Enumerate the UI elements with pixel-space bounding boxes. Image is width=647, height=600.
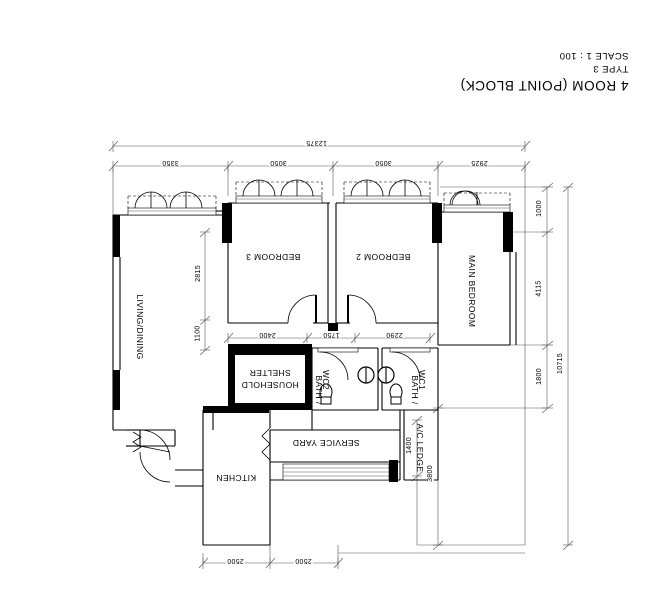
dimension-top-3: 3050 bbox=[374, 159, 393, 166]
dimension-inner-left-1: 2815 bbox=[194, 264, 202, 283]
room-label-living-dining: LIVING/DINING bbox=[135, 294, 146, 360]
room-label-service-yard: SERVICE YARD bbox=[292, 438, 360, 449]
room-label-bath-wc2-number: WC2 bbox=[321, 369, 332, 391]
kitchen-walls bbox=[175, 406, 271, 546]
drawing-scale: SCALE 1 : 100 bbox=[559, 49, 629, 61]
household-shelter-walls bbox=[228, 344, 312, 410]
main-bedroom-window bbox=[443, 190, 511, 213]
dimension-inner-mid-2: 1750 bbox=[322, 331, 341, 338]
dimension-top-1: 3350 bbox=[161, 159, 180, 166]
drawing-type: TYPE 3 bbox=[593, 63, 629, 75]
dimension-right-lower-1: 1400 bbox=[405, 436, 413, 455]
bath-wc1-walls bbox=[377, 347, 439, 411]
living-window bbox=[127, 191, 228, 216]
outline-connections bbox=[213, 409, 313, 430]
dimension-bottom-1: 2500 bbox=[226, 557, 245, 564]
dimension-top-2: 3050 bbox=[269, 159, 288, 166]
room-label-bath-wc1-number: WC1 bbox=[417, 369, 428, 391]
right-dimension-lines bbox=[411, 182, 574, 551]
room-label-household-shelter-line2: HOUSEHOLD bbox=[241, 380, 299, 391]
room-label-kitchen: KITCHEN bbox=[215, 473, 257, 484]
dimension-right-2: 4115 bbox=[535, 279, 543, 298]
room-label-ac-ledge: A/C LEDGE bbox=[415, 423, 426, 473]
dimension-right-3: 1800 bbox=[535, 367, 543, 386]
dimension-bottom-2: 2500 bbox=[294, 557, 313, 564]
drawing-title: 4 ROOM (POINT BLOCK) bbox=[460, 78, 629, 94]
room-label-household-shelter-line1: SHELTER bbox=[249, 368, 291, 379]
dimension-inner-mid-3: 2290 bbox=[385, 331, 404, 338]
bedroom-2-window bbox=[343, 179, 431, 204]
room-label-bedroom-3: BEDROOM 3 bbox=[245, 252, 301, 263]
bath-wc2-walls bbox=[311, 347, 379, 411]
bottom-dimension-lines bbox=[198, 545, 525, 569]
bedroom-3-window bbox=[235, 179, 323, 204]
living-dining-walls bbox=[112, 214, 228, 431]
dimension-inner-mid-1: 2400 bbox=[258, 331, 277, 338]
drawing-title-block: 4 ROOM (POINT BLOCK) TYPE 3 SCALE 1 : 10… bbox=[460, 48, 629, 95]
inner-dimension-lines bbox=[199, 227, 436, 356]
room-label-main-bedroom: MAIN BEDROOM bbox=[467, 255, 478, 328]
foyer-walls bbox=[126, 410, 214, 483]
dimension-top-overall: 12375 bbox=[305, 139, 328, 146]
service-yard-walls bbox=[270, 410, 401, 482]
dimension-right-lower-2: 3800 bbox=[426, 464, 434, 483]
bedroom-2-walls bbox=[328, 202, 439, 331]
ac-ledge-walls bbox=[403, 409, 439, 481]
dimension-inner-left-2: 1100 bbox=[194, 324, 202, 343]
dimension-top-4: 2925 bbox=[470, 159, 489, 166]
dimension-right-1: 1000 bbox=[535, 199, 543, 218]
top-dimension-lines bbox=[108, 140, 531, 545]
room-label-bedroom-2: BEDROOM 2 bbox=[355, 252, 411, 263]
bedroom-3-walls bbox=[222, 202, 330, 324]
main-bedroom-walls bbox=[432, 203, 517, 346]
dimension-right-overall: 10715 bbox=[556, 352, 564, 375]
